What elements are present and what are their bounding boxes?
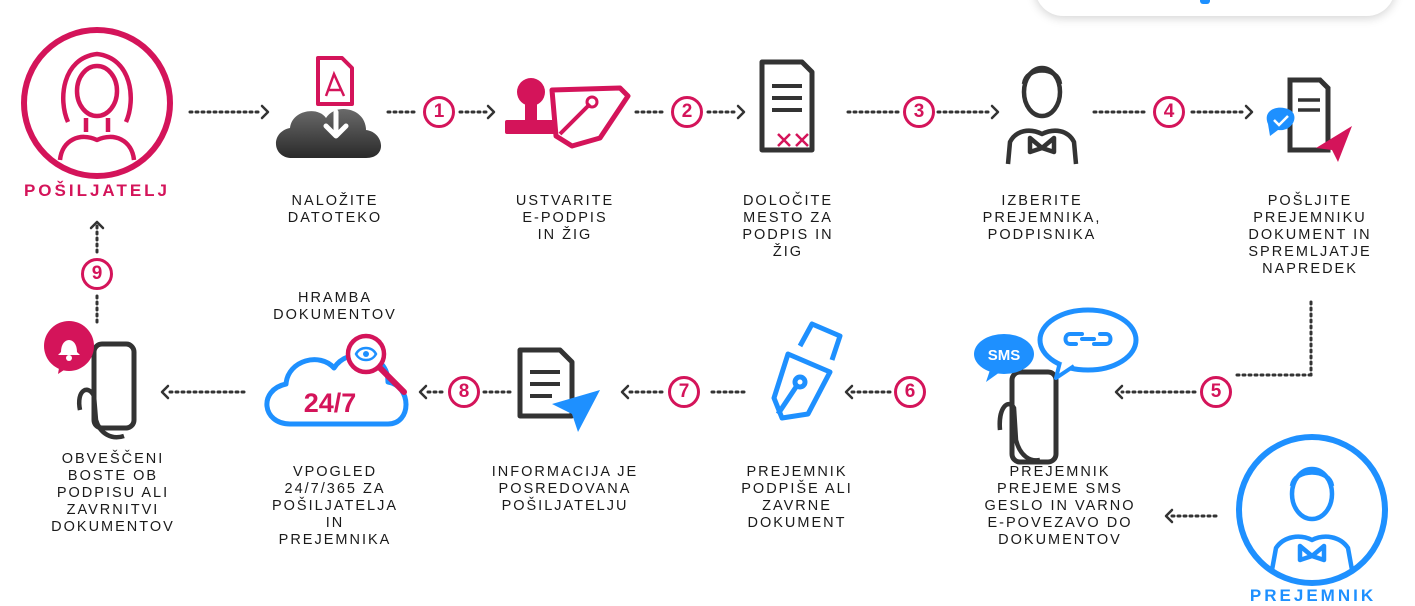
cloud-hours-text: 24/7 [304,388,357,418]
step-place-signature-label: DOLOČITE MESTO ZA PODPIS IN ŽIG [742,193,834,260]
stamp-pen-icon [505,78,631,149]
cloud-storage-icon: 24/7 [264,333,409,427]
step-badge-1: 1 [423,96,455,128]
step-badge-2: 2 [671,96,703,128]
step-upload-label: NALOŽITE DATOTEKO [287,193,383,226]
top-pill-accent [1200,0,1210,4]
storage-title-label: HRAMBA DOKUMENTOV [273,290,397,323]
step-badge-7: 7 [668,376,700,408]
upload-cloud-icon [275,56,382,158]
sender-avatar-icon [21,27,173,179]
send-document-icon [1266,77,1352,162]
step-choose-recipient-label: IZBERITE PREJEMNIKA, PODPISNIKA [982,193,1102,243]
recipient-label: PREJEMNIK [1249,586,1377,605]
phone-notification-icon [44,321,137,440]
step-recipient-signs-label: PREJEMNIK PODPIŠE ALI ZAVRNE DOKUMENT [741,464,853,531]
fountain-pen-icon [771,321,843,421]
step-receive-sms-label: PREJEMNIK PREJEME SMS GESLO IN VARNO E-P… [984,464,1136,548]
forwarded-document-icon [517,347,600,432]
step-badge-3: 3 [903,96,935,128]
step-badge-9: 9 [81,258,113,290]
step-badge-4: 4 [1153,96,1185,128]
step-badge-6: 6 [894,376,926,408]
sms-icon-text: SMS [988,347,1021,364]
step-badge-8: 8 [448,376,480,408]
recipient-avatar-icon [1236,434,1388,586]
step-badge-5: 5 [1200,376,1232,408]
step-notified-label: OBVEŠČENI BOSTE OB PODPISU ALI ZAVRNITVI… [51,451,175,535]
step-send-track-label: POŠLJITE PREJEMNIKU DOKUMENT IN SPREMLJA… [1248,193,1372,277]
arrowheads [89,104,1254,524]
top-pill-decoration [1035,0,1395,16]
connectors-row-1 [95,110,1313,518]
choose-recipient-icon [1005,65,1079,165]
sender-label: POŠILJATELJ [23,181,171,200]
document-sign-place-icon [759,59,815,153]
step-info-forwarded-label: INFORMACIJA JE POSREDOVANA POŠILJATELJU [491,464,639,514]
step-create-signature-label: USTVARITE E-PODPIS IN ŽIG [515,193,615,243]
phone-sms-link-icon: SMS [974,307,1139,465]
storage-view-label: VPOGLED 24/7/365 ZA POŠILJATELJA IN PREJ… [271,464,399,548]
